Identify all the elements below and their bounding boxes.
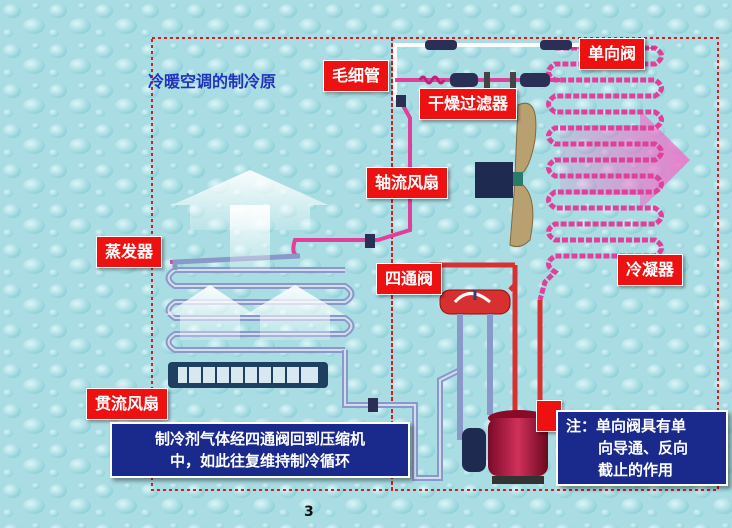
page-number: 3 xyxy=(304,504,314,520)
compressor-base xyxy=(492,476,544,484)
accumulator xyxy=(462,428,486,472)
note-refrigerant-cycle: 制冷剂气体经四通阀回到压缩机 中，如此往复维持制冷循环 xyxy=(110,422,410,478)
axial-fan-motor xyxy=(475,162,513,198)
return-joint xyxy=(368,398,378,412)
filter-joint xyxy=(484,72,490,88)
top-left-fitting xyxy=(425,40,457,50)
dryer-filter-body xyxy=(450,73,478,87)
label-condenser: 冷凝器 xyxy=(617,254,684,286)
hot-air-arrow xyxy=(560,110,690,210)
capillary-tube xyxy=(418,75,446,85)
cold-air-arrow-left xyxy=(165,285,255,340)
evaporator-coil-highlight xyxy=(167,269,353,351)
note-cycle-line1: 制冷剂气体经四通阀回到压缩机 xyxy=(154,430,365,448)
note-check-line1: 注：单向阀具有单 xyxy=(566,417,687,435)
cold-air-arrow-right xyxy=(245,285,345,340)
label-crossflow-fan: 贯流风扇 xyxy=(86,388,169,420)
valve-joint xyxy=(510,72,516,88)
diagram-title: 冷暖空调的制冷原 xyxy=(148,72,277,91)
label-check-valve: 单向阀 xyxy=(579,38,646,70)
check-valve-body xyxy=(520,73,550,87)
axial-fan-blade-bottom xyxy=(509,179,534,248)
cold-air-arrow-stem xyxy=(230,205,270,270)
capillary-joint xyxy=(396,95,406,107)
label-four-way-valve: 四通阀 xyxy=(376,263,443,295)
note-check-line3: 截止的作用 xyxy=(598,461,674,479)
compressor-body xyxy=(488,418,548,476)
cold-air-arrow-top xyxy=(172,170,328,230)
note-check-line2: 向导通、反向 xyxy=(598,439,689,457)
top-right-fitting xyxy=(540,40,572,50)
label-evaporator: 蒸发器 xyxy=(96,236,163,268)
condenser-coil xyxy=(537,45,664,301)
note-check-valve: 注：单向阀具有单 向导通、反向 截止的作用 xyxy=(556,410,728,486)
evaporator-joint xyxy=(365,234,375,248)
note-cycle-line2: 中，如此往复维持制冷循环 xyxy=(169,452,350,470)
label-capillary: 毛细管 xyxy=(323,60,390,92)
crossflow-fan-grille xyxy=(178,367,318,383)
label-axial-fan: 轴流风扇 xyxy=(366,167,449,199)
outdoor-unit-border xyxy=(391,37,719,491)
label-dryer-filter: 干燥过滤器 xyxy=(419,88,518,120)
four-way-valve-arc xyxy=(453,292,491,304)
suction-return-highlight xyxy=(344,350,461,479)
axial-fan-hub xyxy=(513,172,523,186)
